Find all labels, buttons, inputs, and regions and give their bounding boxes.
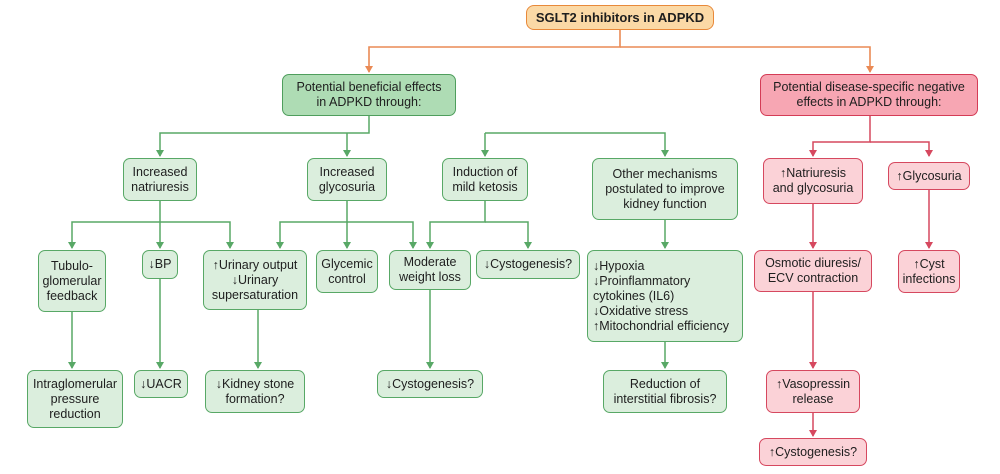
negative-heading: Potential disease-specific negative effe… <box>760 74 978 116</box>
weight-cystogenesis-node: ↓Cystogenesis? <box>377 370 483 398</box>
hypoxia-mechanisms-node: ↓Hypoxia ↓Proinflammatory cytokines (IL6… <box>587 250 743 342</box>
root-title: SGLT2 inhibitors in ADPKD <box>526 5 714 30</box>
bp-node: ↓BP <box>142 250 178 279</box>
beneficial-heading: Potential beneficial effects in ADPKD th… <box>282 74 456 116</box>
moderate-weight-loss-node: Moderate weight loss <box>389 250 471 290</box>
intraglomerular-pressure-node: Intraglomerular pressure reduction <box>27 370 123 428</box>
cyst-infections-node: ↑Cyst infections <box>898 250 960 293</box>
natriuresis-glycosuria-node: ↑Natriuresis and glycosuria <box>763 158 863 204</box>
negative-cystogenesis-node: ↑Cystogenesis? <box>759 438 867 466</box>
urinary-output-node: ↑Urinary output ↓Urinary supersaturation <box>203 250 307 310</box>
vasopressin-release-node: ↑Vasopressin release <box>766 370 860 413</box>
increased-natriuresis-node: Increased natriuresis <box>123 158 197 201</box>
root-connectors <box>365 30 874 73</box>
beneficial-connectors <box>68 116 669 369</box>
osmotic-diuresis-node: Osmotic diuresis/ ECV contraction <box>754 250 872 292</box>
kidney-stone-node: ↓Kidney stone formation? <box>205 370 305 413</box>
interstitial-fibrosis-node: Reduction of interstitial fibrosis? <box>603 370 727 413</box>
mild-ketosis-node: Induction of mild ketosis <box>442 158 528 201</box>
glycemic-control-node: Glycemic control <box>316 250 378 293</box>
tubulo-glomerular-feedback-node: Tubulo- glomerular feedback <box>38 250 106 312</box>
negative-connectors <box>809 116 933 437</box>
increased-glycosuria-node: Increased glycosuria <box>307 158 387 201</box>
uacr-node: ↓UACR <box>134 370 188 398</box>
other-mechanisms-node: Other mechanisms postulated to improve k… <box>592 158 738 220</box>
glycosuria-node: ↑Glycosuria <box>888 162 970 190</box>
ketosis-cystogenesis-node: ↓Cystogenesis? <box>476 250 580 279</box>
